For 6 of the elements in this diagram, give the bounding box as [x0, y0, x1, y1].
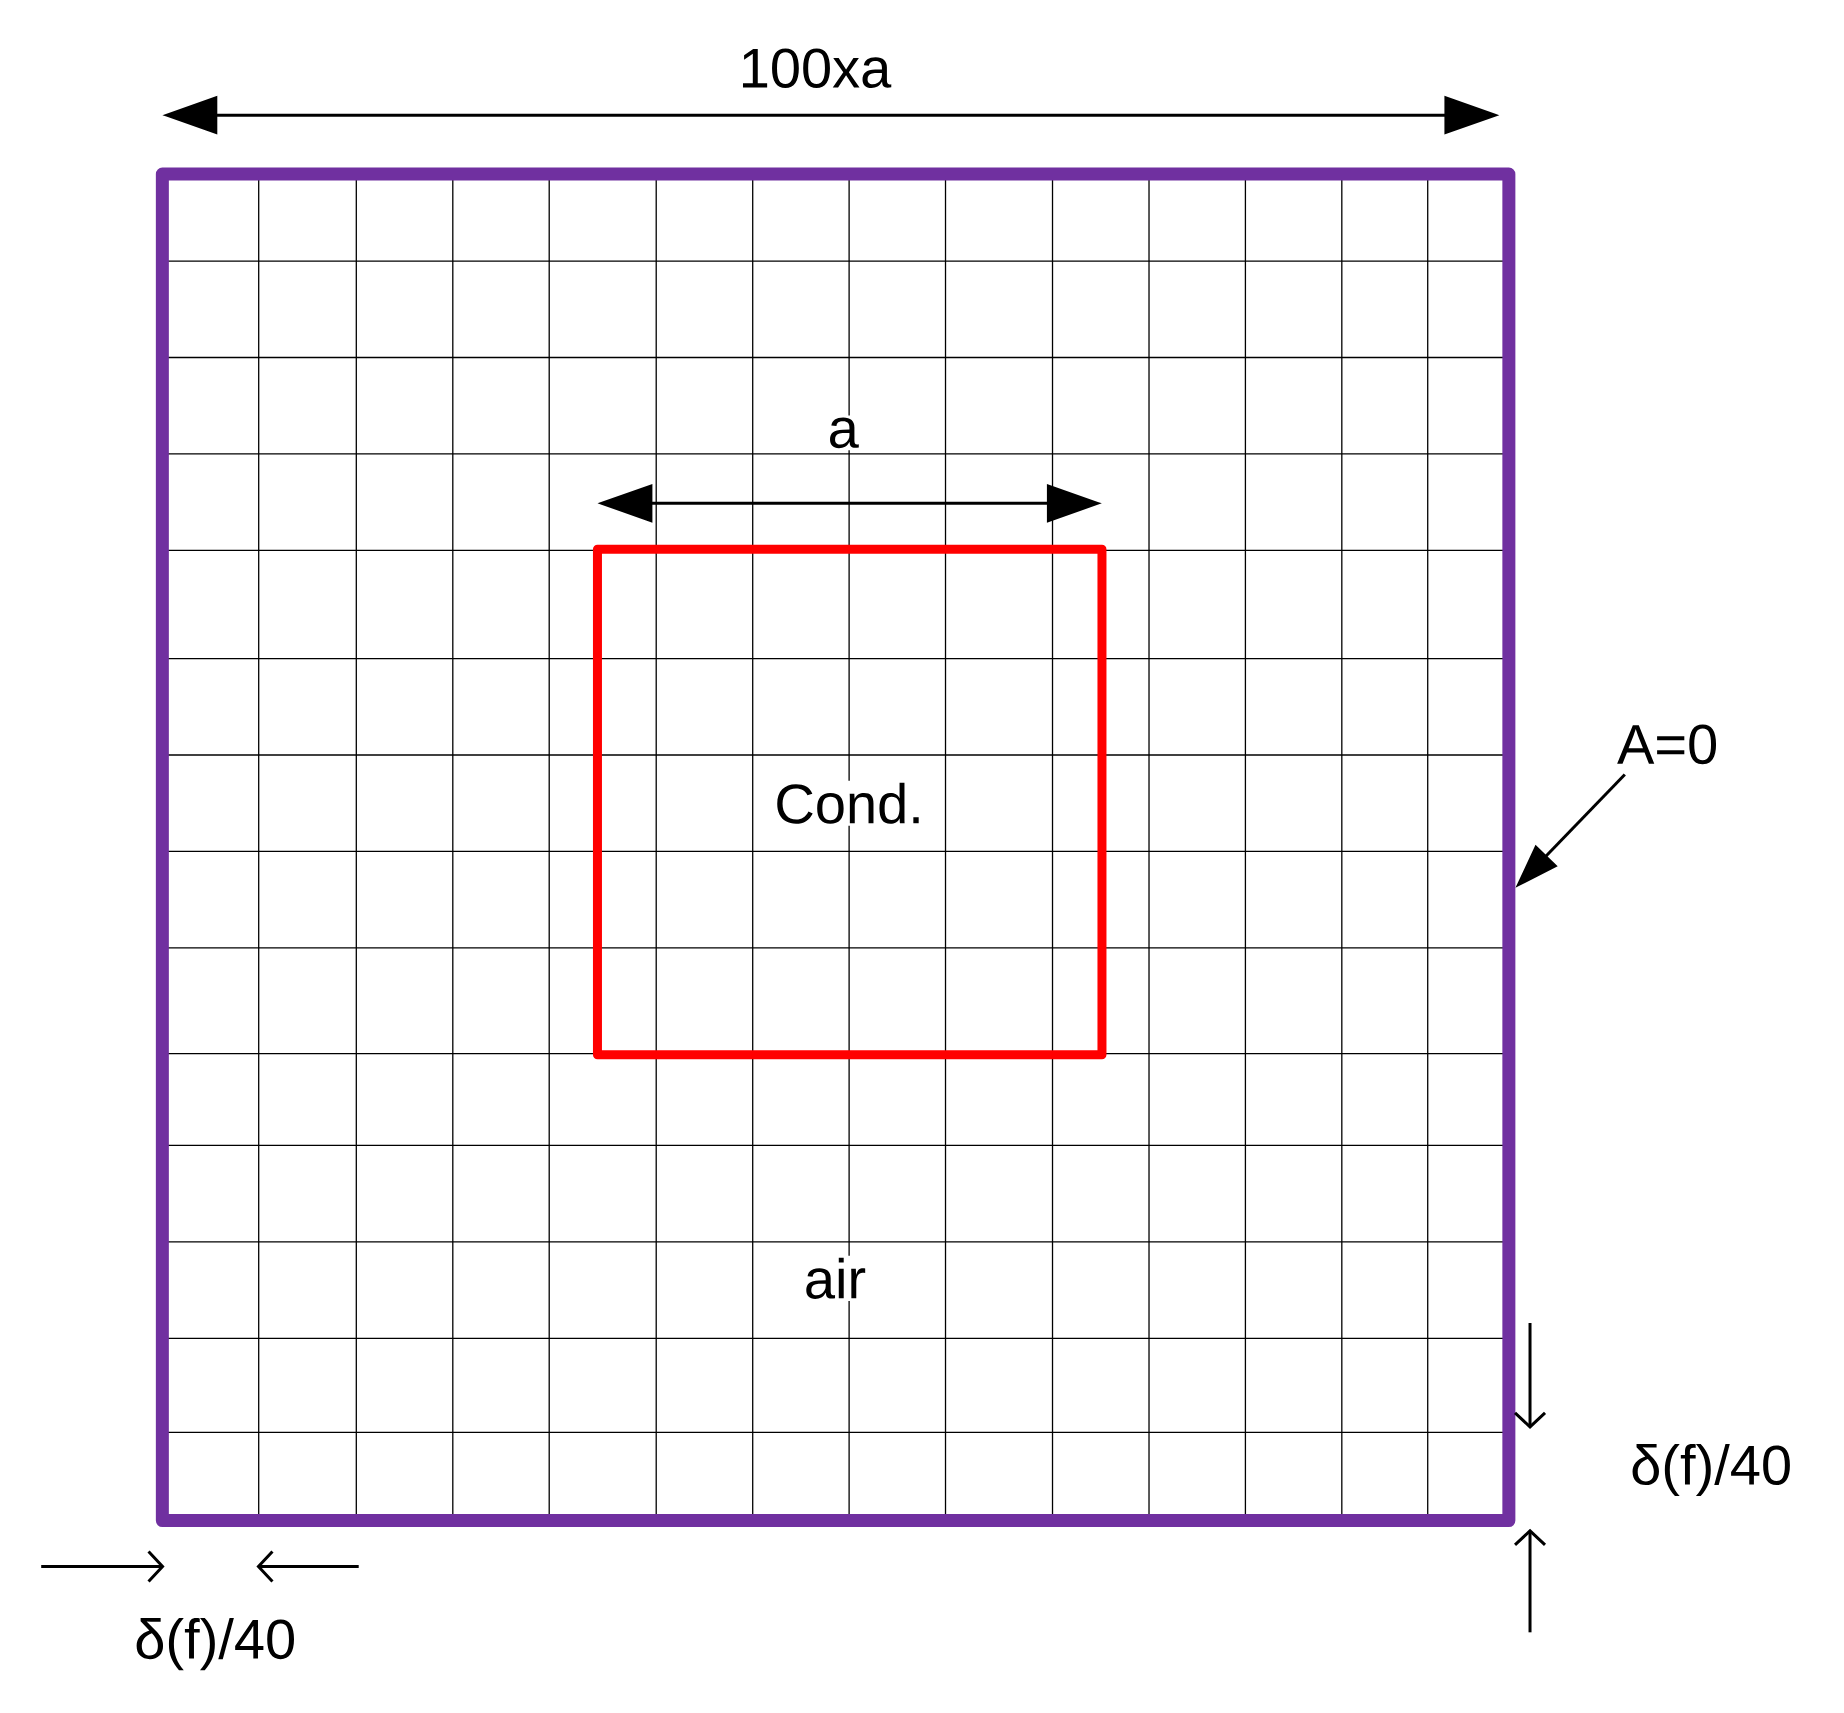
dimension-label: a [825, 415, 861, 451]
dimension-label: 100xa [743, 48, 892, 89]
dimension-label: δ(f)/40 [1632, 1443, 1790, 1497]
dimension-label: δ(f)/40 [136, 1618, 294, 1671]
conductor-box: Cond. [592, 544, 1107, 1060]
boundary-label: A=0 [1617, 724, 1717, 765]
